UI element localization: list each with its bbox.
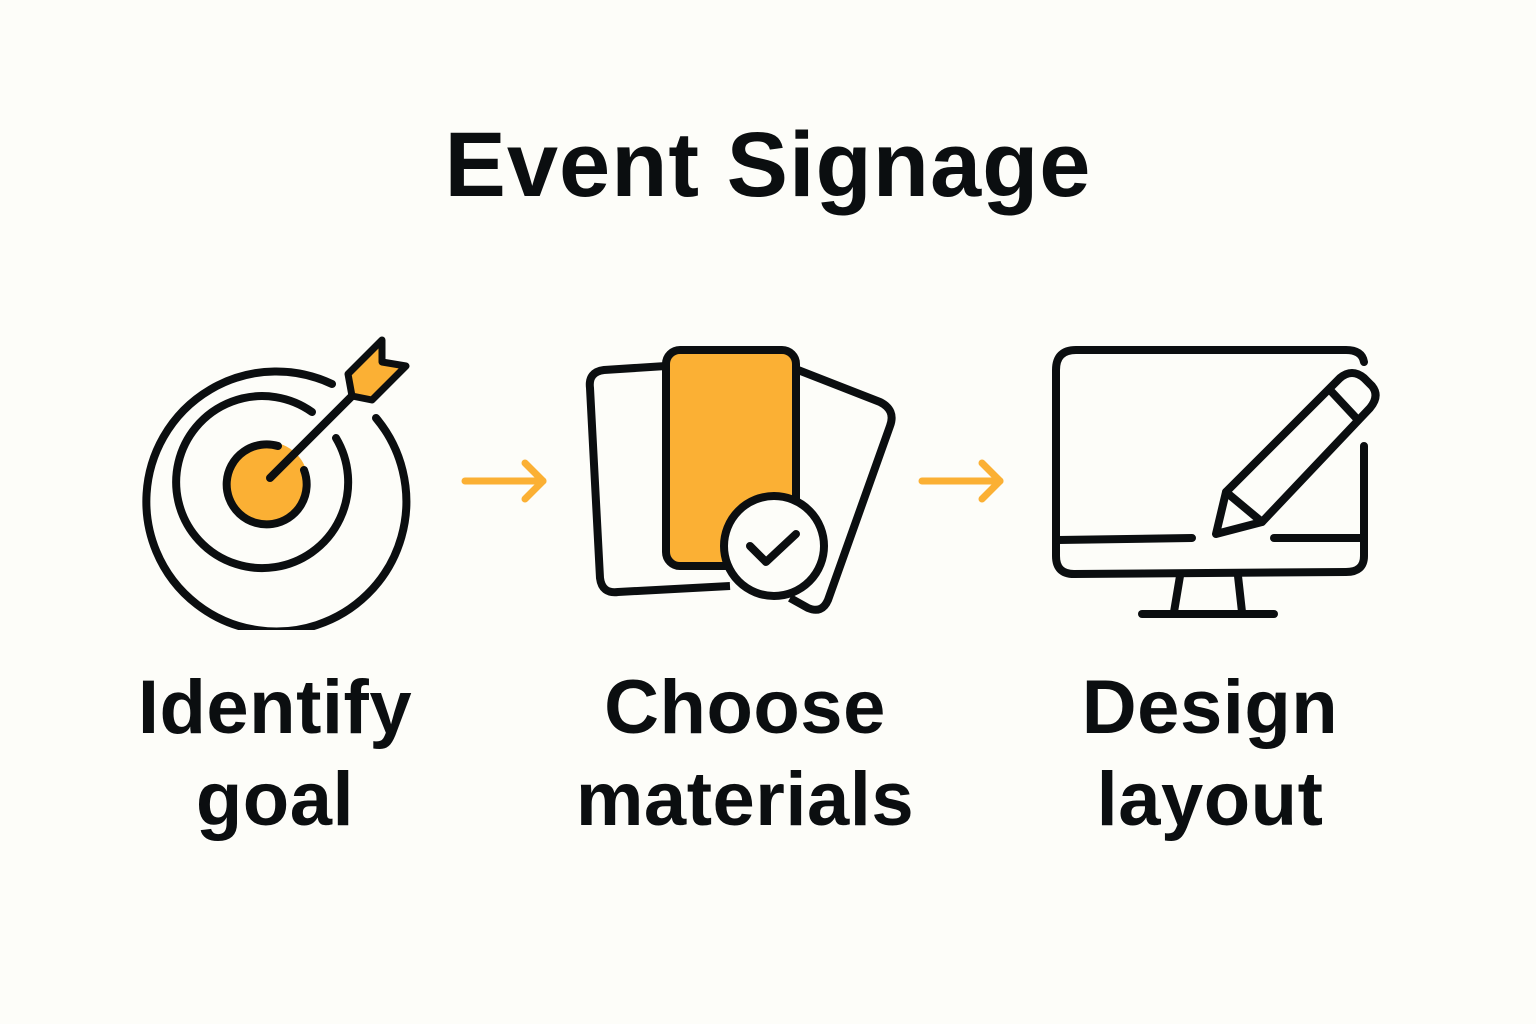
step-label-line1: Choose (604, 665, 886, 750)
monitor-pencil-icon (1040, 330, 1390, 630)
materials-check-icon (570, 330, 910, 630)
step-label-line2: materials (575, 757, 915, 842)
arrow-right-icon (912, 455, 1012, 505)
step-label-line1: Design (1081, 665, 1339, 750)
step-label-design-layout: Design layout (1060, 662, 1360, 846)
step-label-identify-goal: Identify goal (110, 662, 440, 846)
step-label-choose-materials: Choose materials (550, 662, 940, 846)
diagram-title: Event Signage (444, 114, 1092, 216)
arrow-right-icon (455, 455, 555, 505)
step-label-line1: Identify (137, 665, 413, 750)
step-label-line2: goal (195, 757, 355, 842)
target-icon (120, 330, 420, 636)
step-label-line2: layout (1096, 757, 1324, 842)
